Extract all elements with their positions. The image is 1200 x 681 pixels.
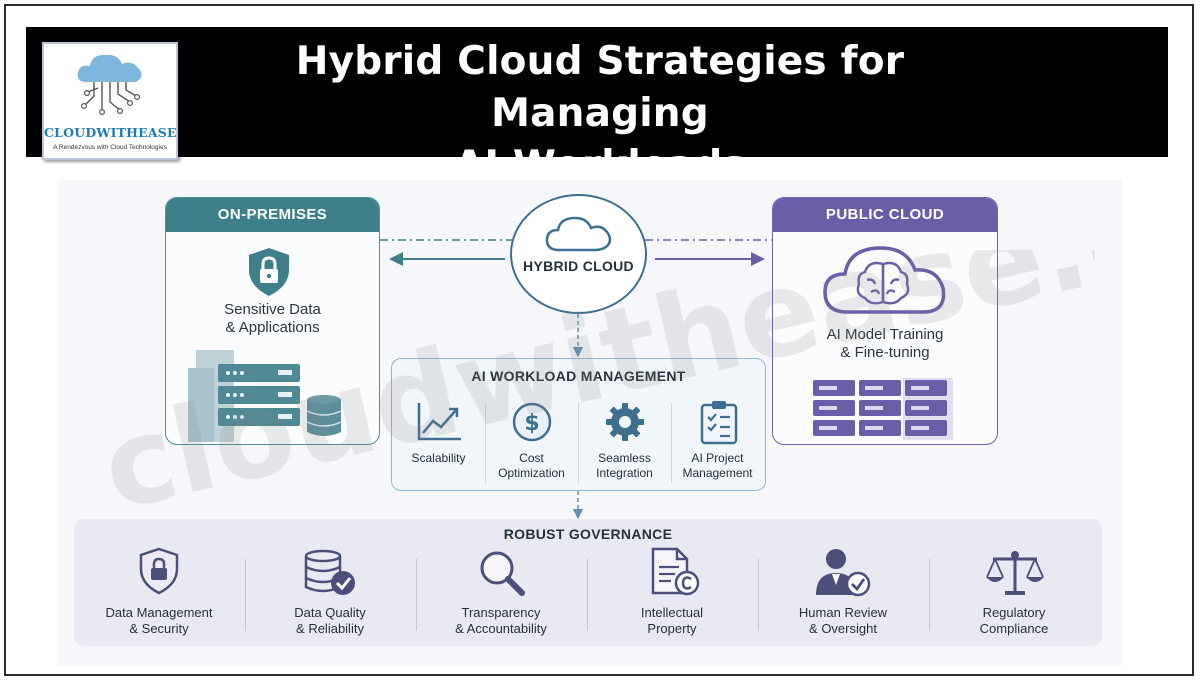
gov-item-transparency: Transparency & Accountability [416, 547, 586, 642]
on-premises-title: ON-PREMISES [166, 198, 379, 232]
server-stack-icon [188, 350, 300, 442]
brain-cloud-icon [823, 246, 946, 314]
scales-icon [986, 551, 1044, 595]
gov-item-label-line-2: & Oversight [809, 621, 877, 636]
hybrid-cloud-label: HYBRID CLOUD [523, 258, 634, 274]
awm-item-label-line-1: Cost [519, 451, 544, 465]
public-cloud-title: PUBLIC CLOUD [773, 198, 997, 232]
shield-lock-icon [139, 547, 179, 595]
divider [671, 403, 672, 483]
divider [578, 403, 579, 483]
awm-item-label-line-2: Integration [596, 466, 653, 480]
header-bar [26, 27, 1168, 157]
logo-tagline: A Rendezvous with Cloud Technologies [53, 144, 167, 151]
gov-item-label-line-2: & Security [129, 621, 189, 636]
gov-item-label-line-1: Data Quality [294, 605, 366, 620]
dollar-icon: $ [512, 402, 552, 442]
awm-item-label-line-2: Optimization [498, 466, 565, 480]
hybrid-cloud-node: HYBRID CLOUD [510, 194, 647, 314]
gov-item-label-line-2: & Reliability [296, 621, 364, 636]
document-copyright-icon [651, 547, 700, 596]
public-cloud-text: AI Model Training & Fine-tuning [773, 326, 997, 362]
gov-item-regulatory-compliance: Regulatory Compliance [929, 547, 1099, 642]
divider [758, 559, 759, 631]
gov-item-label: Regulatory Compliance [929, 605, 1099, 637]
gov-item-label: Data Quality & Reliability [245, 605, 415, 637]
divider [929, 559, 930, 631]
gov-item-label-line-2: Property [647, 621, 697, 636]
gear-icon [606, 403, 644, 441]
gov-item-data-management: Data Management & Security [74, 547, 244, 642]
shield-lock-icon [249, 248, 289, 296]
on-premises-text: Sensitive Data & Applications [166, 301, 379, 337]
on-premises-panel: ON-PREMISES Sensitive Data & Application… [165, 197, 380, 445]
gov-item-data-quality: Data Quality & Reliability [245, 547, 415, 642]
public-cloud-text-line-2: & Fine-tuning [840, 344, 930, 361]
public-cloud-panel: PUBLIC CLOUD AI Model Training & Fine-tu… [772, 197, 998, 445]
ai-workload-management: AI WORKLOAD MANAGEMENT Scalability $ Cos… [391, 358, 766, 491]
server-rack-icon [813, 378, 953, 440]
page-title: Hybrid Cloud Strategies for Managing AI … [190, 36, 1010, 192]
database-icon [306, 395, 342, 436]
svg-text:$: $ [524, 411, 539, 436]
chart-line-icon [417, 403, 461, 441]
divider [587, 559, 588, 631]
awm-item-ai-project-management: AI Project Management [671, 399, 764, 487]
awm-item-label-line-1: Scalability [411, 451, 466, 465]
gov-item-human-review: Human Review & Oversight [758, 547, 928, 642]
awm-item-label: Cost Optimization [485, 451, 578, 481]
gov-item-label-line-1: Transparency [461, 605, 541, 620]
awm-item-label: Seamless Integration [578, 451, 671, 481]
gov-item-label-line-1: Regulatory [982, 605, 1046, 620]
checklist-icon [700, 401, 738, 445]
awm-item-scalability: Scalability [392, 399, 485, 487]
person-check-icon [816, 549, 871, 597]
divider [416, 559, 417, 631]
cloud-circuit-icon [77, 54, 142, 115]
awm-item-label: AI Project Management [671, 451, 764, 481]
public-cloud-text-line-1: AI Model Training [826, 326, 944, 343]
ai-workload-title: AI WORKLOAD MANAGEMENT [471, 368, 686, 384]
gov-item-label: Human Review & Oversight [758, 605, 928, 637]
gov-item-label-line-1: Intellectual [640, 605, 704, 620]
on-premises-text-line-2: & Applications [225, 319, 320, 336]
robust-governance: ROBUST GOVERNANCE Data Management & Secu… [74, 519, 1102, 646]
gov-item-label: Data Management & Security [74, 605, 244, 637]
awm-item-cost-optimization: $ Cost Optimization [485, 399, 578, 487]
magnifier-icon [480, 551, 525, 596]
cloud-icon [545, 216, 612, 252]
logo-name: CLOUDWITHEASE [44, 125, 177, 140]
gov-item-label: Intellectual Property [587, 605, 757, 637]
awm-item-label-line-1: AI Project [691, 451, 744, 465]
gov-item-label-line-1: Human Review [798, 605, 888, 620]
gov-item-label-line-2: & Accountability [455, 621, 547, 636]
divider [245, 559, 246, 631]
governance-title: ROBUST GOVERNANCE [503, 526, 673, 542]
awm-item-label-line-1: Seamless [598, 451, 651, 465]
title-line-1: Hybrid Cloud Strategies for Managing [295, 39, 905, 136]
awm-item-label-line-2: Management [682, 466, 753, 480]
gov-item-label: Transparency & Accountability [416, 605, 586, 637]
divider [485, 403, 486, 483]
on-premises-text-line-1: Sensitive Data [224, 301, 321, 318]
database-check-icon [304, 549, 355, 595]
gov-item-intellectual-property: Intellectual Property [587, 547, 757, 642]
awm-item-label: Scalability [392, 451, 485, 466]
logo: CLOUDWITHEASE A Rendezvous with Cloud Te… [42, 42, 178, 160]
gov-item-label-line-2: Compliance [979, 621, 1049, 636]
gov-item-label-line-1: Data Management [105, 605, 213, 620]
awm-item-seamless-integration: Seamless Integration [578, 399, 671, 487]
